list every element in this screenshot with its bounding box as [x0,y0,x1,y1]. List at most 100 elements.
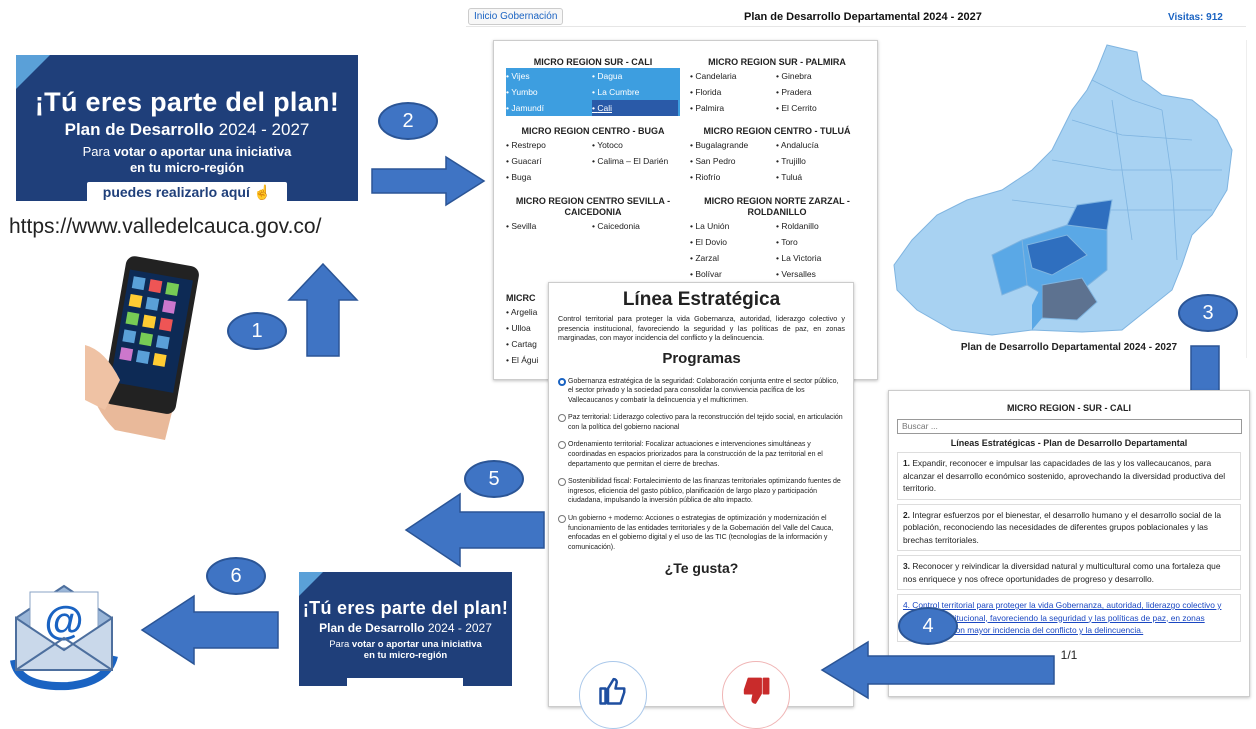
region-block: MICRO REGION CENTRO SEVILLA - CAICEDONIA… [506,196,680,234]
town-link[interactable]: Cartag [506,336,566,352]
linea-text: Reconocer y reivindicar la diversidad na… [903,561,1221,584]
town-link[interactable]: La Victoria [776,250,862,266]
town-link[interactable]: Toro [776,234,862,250]
phone-in-hand-image [85,250,215,440]
town-link[interactable]: Yumbo [506,84,592,100]
home-link[interactable]: Inicio Gobernación [468,8,564,25]
town-link[interactable]: Argelia [506,304,566,320]
region-block: MICRO REGION CENTRO - BUGARestrepoYotoco… [506,126,680,185]
banner-title: ¡Tú eres parte del plan! [302,598,509,618]
program-text: Un gobierno + moderno: Acciones o estrat… [568,515,834,551]
arrow-up-icon [287,262,359,358]
linea-item[interactable]: 3. Reconocer y reivindicar la diversidad… [897,555,1241,590]
programs-title: Programas [662,349,741,367]
radio-button[interactable] [558,478,566,487]
region-title: MICRO REGION CENTRO SEVILLA - CAICEDONIA [515,196,671,217]
linea-number: 3. [903,561,910,571]
town-link[interactable]: Dagua [592,68,678,84]
like-question: ¿Te gusta? [664,560,739,577]
town-link[interactable]: El Dovio [690,234,776,250]
town-link[interactable]: Riofrío [690,169,776,185]
banner-cta-button[interactable]: puedes realizarlo aquí ☝ [86,182,288,201]
town-grid: SevillaCaicedonia [506,218,680,234]
email-icon: @ [8,578,120,697]
promo-banner[interactable]: ¡Tú eres parte del plan! Plan de Desarro… [16,55,358,201]
banner-subtitle: Plan de Desarrollo 2024 - 2027 [319,621,492,635]
thumbs-up-icon [599,677,626,705]
program-text: Paz territorial: Liderazgo colectivo par… [568,414,843,431]
town-grid: ArgeliaUlloaCartagEl Águi [506,304,566,368]
town-link[interactable]: Vijes [506,68,592,84]
town-link[interactable]: Andalucía [776,137,862,153]
dislike-button[interactable] [722,661,790,729]
town-link[interactable]: Yotoco [592,137,678,153]
search-input[interactable]: Buscar ... [897,419,1242,434]
region-block: MICRO REGION NORTE ZARZAL - ROLDANILLOLa… [690,196,864,282]
town-link[interactable]: Versalles [776,266,862,282]
region-block: MICRO REGION SUR - CALIVijesDaguaYumboLa… [506,57,680,116]
linea-number: 1. [903,458,910,468]
region-title: MICRO REGION NORTE ZARZAL - ROLDANILLO [704,196,850,217]
promo-banner-small[interactable]: ¡Tú eres parte del plan! Plan de Desarro… [299,572,512,686]
town-link[interactable]: Ginebra [776,68,862,84]
linea-4-link[interactable]: 4. Control territorial para proteger la … [897,594,1241,642]
town-link[interactable]: Bugalagrande [690,137,776,153]
town-link[interactable]: Jamundí [506,100,592,116]
like-button[interactable] [579,661,647,729]
site-url[interactable]: https://www.valledelcauca.gov.co/ [9,215,322,238]
radio-button[interactable] [558,515,566,524]
linea-text: Integrar esfuerzos por el bienestar, el … [903,509,1221,545]
department-map[interactable]: Plan de Desarrollo Departamental 2024 - … [892,40,1247,358]
town-link[interactable]: Tuluá [776,169,862,185]
town-link[interactable]: Ulloa [506,320,566,336]
town-link[interactable]: Pradera [776,84,862,100]
town-link[interactable]: Calima – El Darién [592,153,678,169]
town-link[interactable]: Restrepo [506,137,592,153]
town-grid: RestrepoYotocoGuacaríCalima – El DariénB… [506,137,680,185]
program-option[interactable]: Un gobierno + moderno: Acciones o estrat… [558,514,845,552]
town-link[interactable]: Cali [592,100,678,116]
town-link[interactable]: Caicedonia [592,218,678,234]
town-link[interactable]: San Pedro [690,153,776,169]
program-option[interactable]: Ordenamiento territorial: Focalizar actu… [558,440,845,469]
region-title: MICRO REGION CENTRO - BUGA [521,126,665,136]
town-link[interactable]: Florida [690,84,776,100]
town-link[interactable]: Roldanillo [776,218,862,234]
linea-item[interactable]: 1. Expandir, reconocer e impulsar las ca… [897,452,1241,500]
town-link[interactable]: La Unión [690,218,776,234]
arrow-left-icon [404,492,546,568]
town-link[interactable]: Palmira [690,100,776,116]
town-link[interactable]: Guacarí [506,153,592,169]
town-link[interactable]: El Águi [506,352,566,368]
program-option[interactable]: Gobernanza estratégica de la seguridad: … [558,377,845,406]
town-link[interactable]: Zarzal [690,250,776,266]
town-link[interactable]: Bolívar [690,266,776,282]
radio-button[interactable] [558,377,566,386]
radio-button[interactable] [558,441,566,450]
town-link[interactable]: Sevilla [506,218,592,234]
banner-cta-stub[interactable] [347,678,463,686]
town-link[interactable]: Candelaria [690,68,776,84]
arrow-left-icon [820,640,1056,700]
radio-button[interactable] [558,414,566,423]
linea-description: Control territorial para proteger la vid… [558,314,845,342]
step-2-badge: 2 [378,102,438,140]
program-option[interactable]: Sostenibilidad fiscal: Fortalecimiento d… [558,477,845,506]
region-title: MICRO REGION CENTRO - TULUÁ [703,126,851,136]
top-bar: Inicio Gobernación Plan de Desarrollo De… [466,6,1246,27]
program-option[interactable]: Paz territorial: Liderazgo colectivo par… [558,413,845,432]
visit-counter: Visitas: 912 [1168,12,1223,23]
banner-corner-decoration [299,572,323,596]
town-link[interactable]: Trujillo [776,153,862,169]
town-link[interactable]: La Cumbre [592,84,678,100]
linea-item[interactable]: 2. Integrar esfuerzos por el bienestar, … [897,503,1241,551]
map-caption: Plan de Desarrollo Departamental 2024 - … [960,342,1178,353]
program-text: Gobernanza estratégica de la seguridad: … [568,377,839,404]
town-link[interactable]: Buga [506,169,592,185]
svg-text:@: @ [44,599,83,643]
town-link[interactable]: El Cerrito [776,100,862,116]
banner-corner-decoration [16,55,50,89]
linea-title: Línea Estratégica [622,289,781,310]
